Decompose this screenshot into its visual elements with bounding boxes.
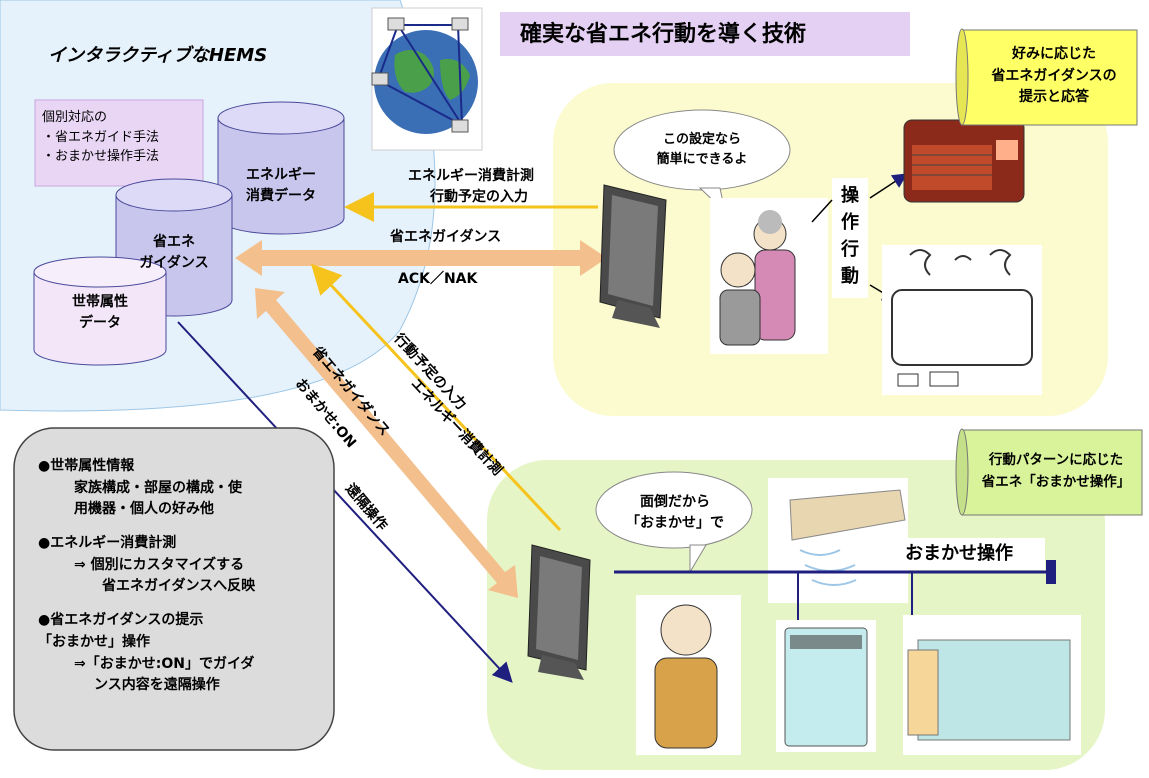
air-conditioner-icon [768, 478, 908, 603]
action-label: 操 作 行 動 [836, 182, 864, 290]
action-label-box [832, 178, 868, 298]
household-label-line: データ [79, 315, 121, 331]
monitor-icon-1 [599, 184, 667, 328]
bubble-1-line: 簡単にできるよ [656, 151, 748, 167]
guidance-label: 省エネ ガイダンス [120, 232, 228, 274]
energy-label-line: 消費データ [246, 188, 316, 204]
guidance-double-arrow [235, 240, 607, 276]
info-section-2: ●エネルギー消費計測 ⇒ 個別にカスタマイズする 省エネガイダンスへ反映 [38, 533, 328, 598]
bubble-1-line: この設定なら [662, 132, 741, 147]
action-char: 動 [841, 266, 859, 287]
action-char: 作 [841, 212, 859, 233]
elderly-couple-illustration [710, 198, 828, 354]
remote-operation-line [177, 321, 513, 683]
individual-heading: 個別対応の [42, 110, 108, 125]
individual-item: ・おまかせ操作手法 [42, 149, 160, 164]
guidance-label-line: ガイダンス [139, 255, 209, 271]
bubble-1-text: この設定なら 簡単にできるよ [632, 130, 772, 169]
globe-network-icon [371, 7, 483, 151]
info-box-text: ●世帯属性情報 家族構成・部屋の構成・使 用機器・個人の好み他 ●エネルギー消費… [38, 456, 328, 697]
monitor-icon-2 [527, 544, 591, 680]
scroll-1-line: 省エネガイダンスの [991, 67, 1117, 84]
washing-machine-icon [776, 620, 876, 752]
bubble-2-line: 「おまかせ」で [626, 515, 724, 531]
hems-title: インタラクティブなHEMS [48, 45, 268, 66]
auto-operation-label: おまかせ操作 [905, 543, 1013, 564]
household-data-cylinder [33, 256, 167, 366]
guidance-label-line: 省エネ [153, 234, 195, 250]
info-line: ⇒「おまかせ:ON」でガイダ [74, 655, 255, 672]
ack-nak-label: ACK／NAK [398, 271, 478, 287]
individual-methods-text: 個別対応の ・省エネガイド手法 ・おまかせ操作手法 [42, 108, 159, 167]
scroll-1-line: 好みに応じた [1012, 46, 1096, 62]
individual-item: ・省エネガイド手法 [42, 129, 160, 145]
energy-data-cylinder [217, 101, 345, 235]
info-line: ンス内容を遠隔操作 [94, 677, 220, 694]
scroll-2-line: 行動パターンに応じた [988, 452, 1124, 468]
page-title: 確実な省エネ行動を導く技術 [520, 22, 807, 47]
diag-guidance-double-arrow [255, 288, 518, 598]
info-heading: ●省エネガイダンスの提示 [38, 612, 204, 629]
speech-bubble-1 [613, 109, 791, 214]
scroll-2-line: 省エネ「おまかせ操作」 [981, 473, 1131, 490]
action-char: 行 [841, 239, 859, 260]
guidance-arrow-label: 省エネガイダンス [390, 229, 502, 245]
info-heading: ●世帯属性情報 [38, 458, 135, 474]
info-section-1: ●世帯属性情報 家族構成・部屋の構成・使 用機器・個人の好み他 [38, 456, 328, 521]
info-line: 省エネガイダンスへ反映 [102, 578, 256, 595]
title-banner [500, 12, 910, 56]
old-man-illustration [636, 595, 741, 755]
bubble-2-line: 面倒だから [640, 494, 710, 510]
bathtub-icon [882, 245, 1042, 395]
energy-input-label-1: エネルギー消費計測 [408, 168, 534, 184]
diag-energy-input-line [310, 263, 562, 532]
action-char: 操 [841, 185, 859, 206]
info-line: 家族構成・部屋の構成・使 [74, 479, 242, 496]
bubble-2-text: 面倒だから 「おまかせ」で [610, 492, 740, 534]
energy-data-label: エネルギー 消費データ [225, 165, 337, 207]
scroll-1-text: 好みに応じた 省エネガイダンスの 提示と応答 [975, 44, 1133, 109]
scroll-2-text: 行動パターンに応じた 省エネ「おまかせ操作」 [972, 450, 1140, 493]
info-line: 用機器・個人の好み他 [74, 501, 214, 518]
household-label: 世帯属性 データ [40, 292, 160, 334]
bath-icon [903, 615, 1081, 755]
energy-input-label-2: 行動予定の入力 [430, 189, 528, 205]
speech-bubble-2 [595, 471, 753, 574]
info-box [13, 427, 335, 751]
scroll-1-line: 提示と応答 [1019, 89, 1089, 106]
individual-methods-box [34, 99, 204, 187]
info-line: ⇒ 個別にカスタマイズする [74, 556, 245, 573]
scroll-banner-1 [955, 28, 1138, 126]
info-line: 「おまかせ」操作 [38, 633, 150, 650]
heater-icon [903, 119, 1025, 203]
household-label-line: 世帯属性 [72, 294, 128, 310]
energy-label-line: エネルギー [246, 167, 316, 183]
scroll-banner-2 [955, 428, 1143, 516]
info-heading: ●エネルギー消費計測 [38, 535, 177, 552]
info-section-3: ●省エネガイダンスの提示 「おまかせ」操作 ⇒「おまかせ:ON」でガイダ ンス内… [38, 610, 328, 697]
